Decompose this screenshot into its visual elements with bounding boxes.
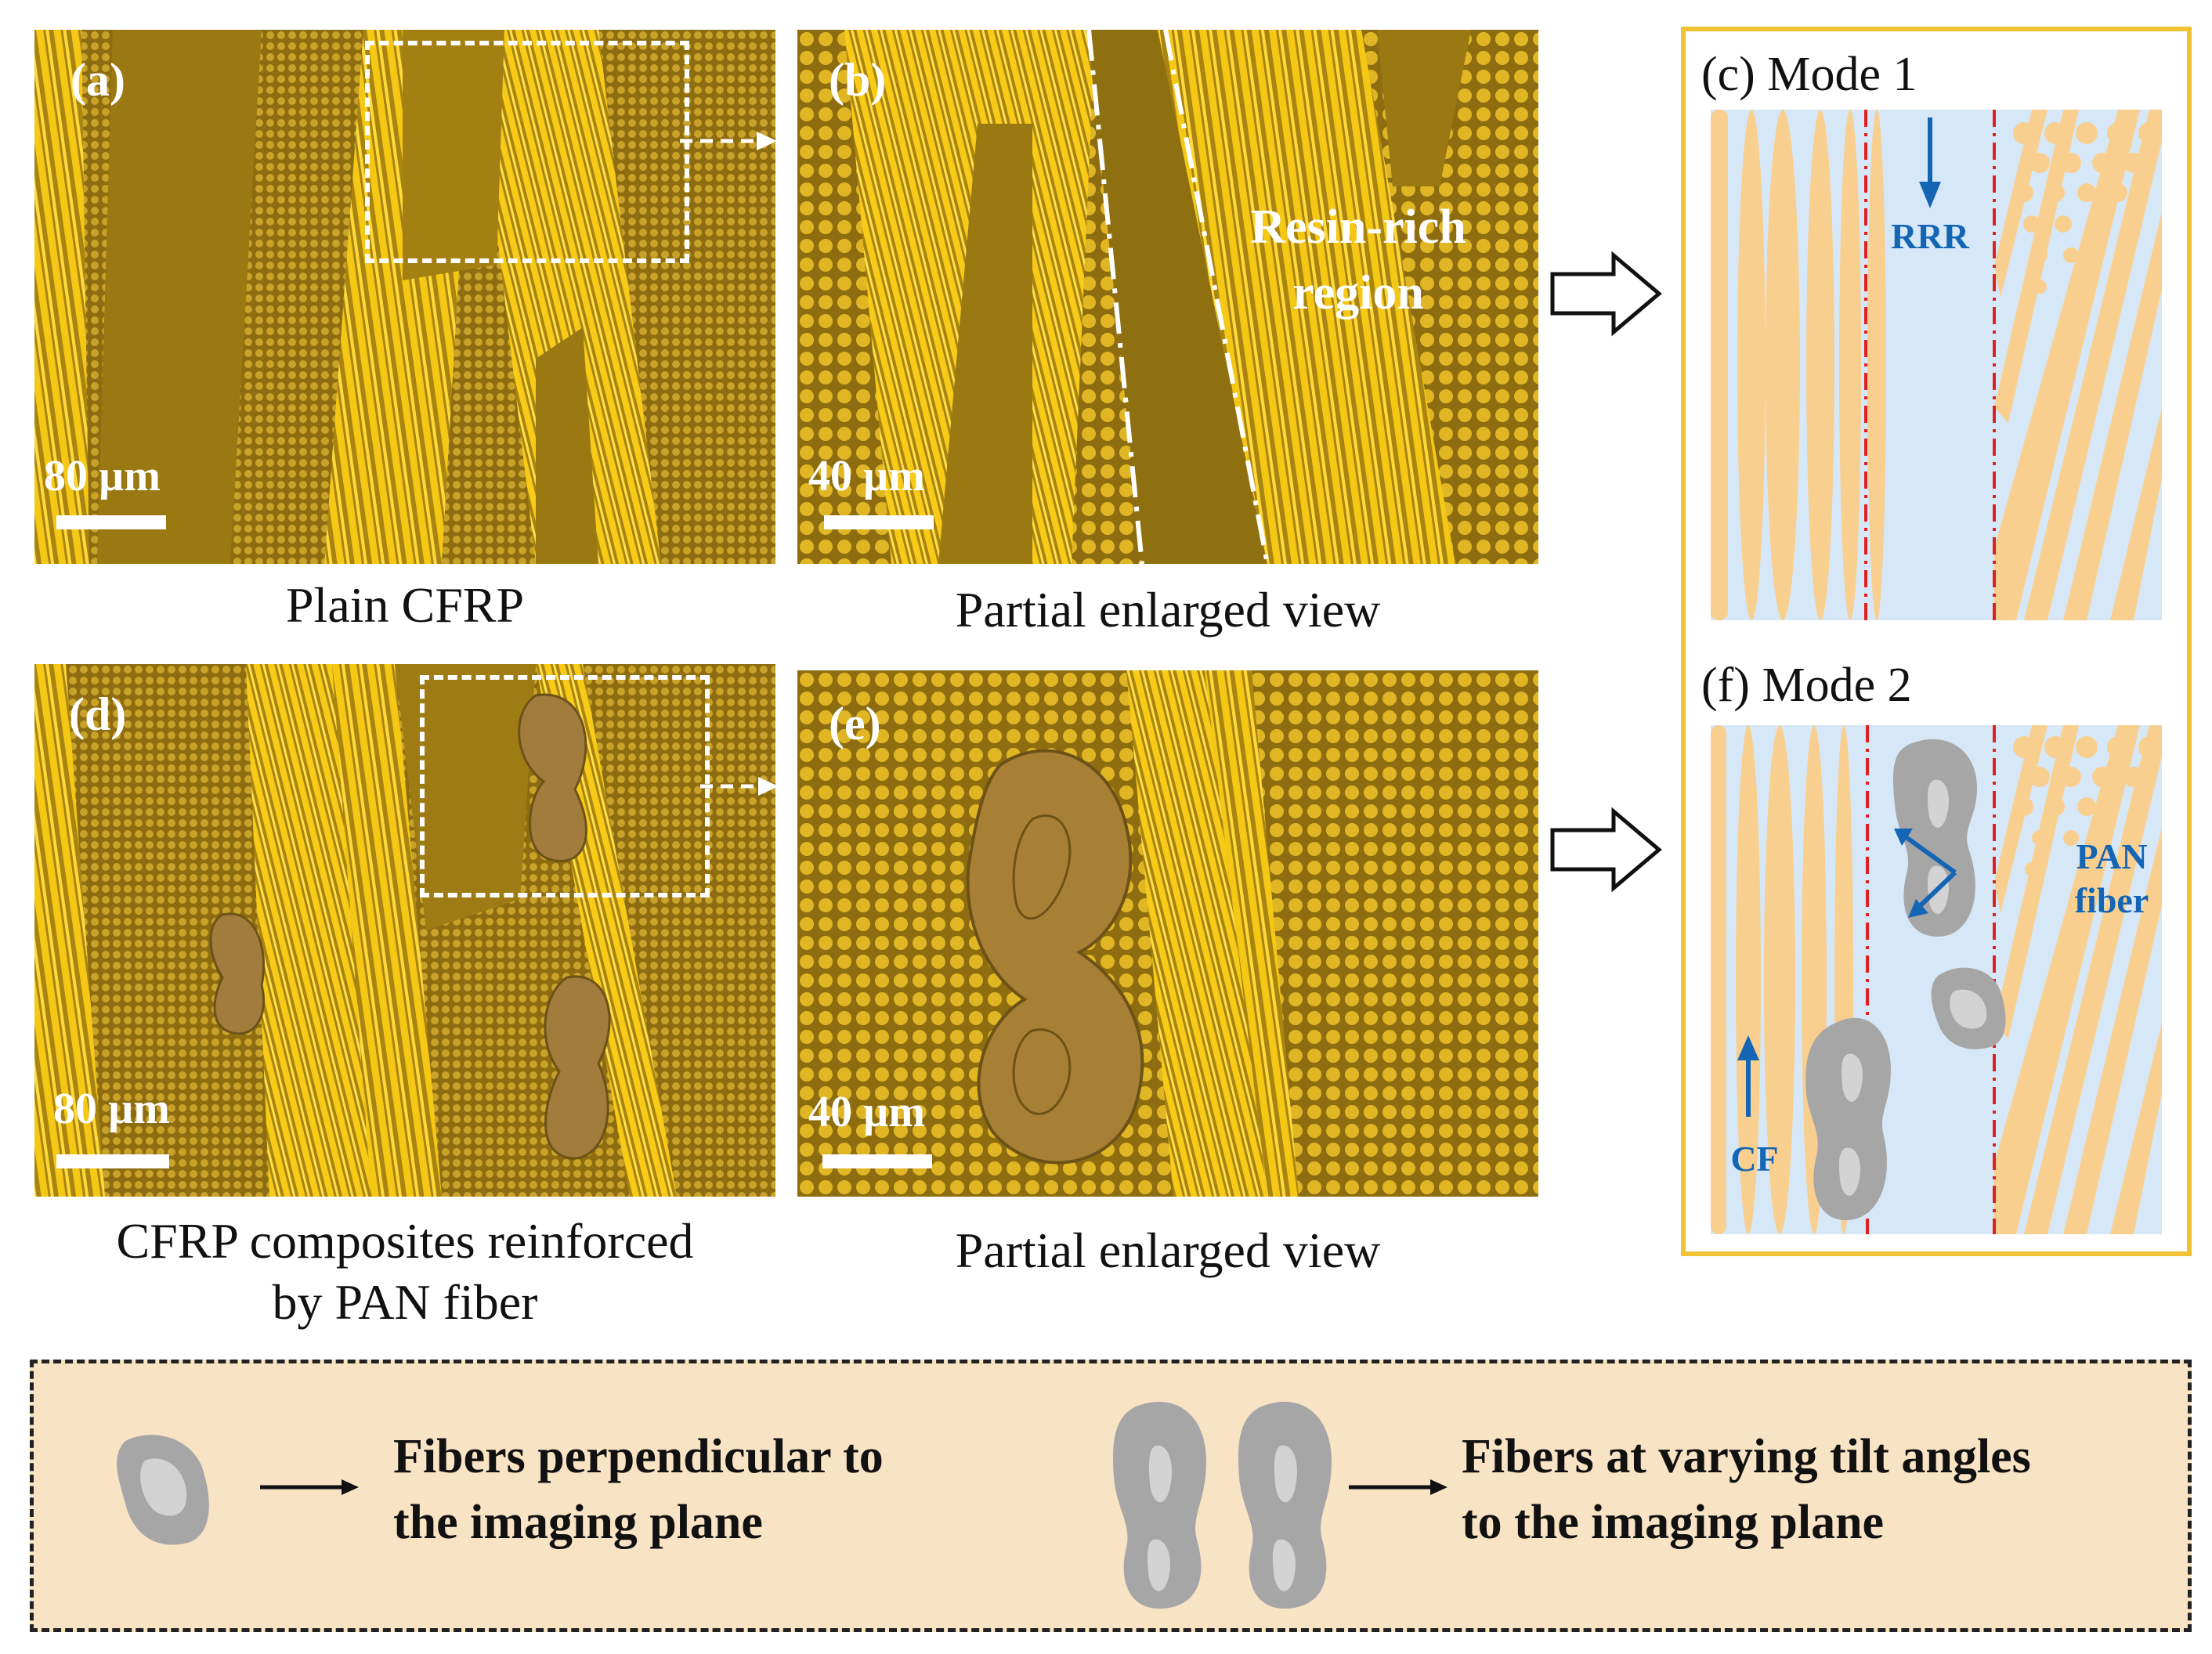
legend-text-1-line1: Fibers perpendicular to [393,1430,884,1483]
caption-a: Plain CFRP [285,577,525,633]
pan-fiber-label: PAN fiber [2041,835,2182,923]
scale-bar-label-a: 80 µm [44,452,161,500]
micrograph-e: (e) 40 µm [797,670,1538,1197]
mode1-title: (c) Mode 1 [1701,48,1917,101]
resin-rich-line1: Resin-rich [1250,200,1466,254]
micrograph-a-image [34,30,775,564]
legend-text-2-line1: Fibers at varying tilt angles [1462,1430,2031,1483]
panel-label-b: (b) [829,54,887,106]
dashed-arrow-a-to-b [680,132,777,150]
legend-arrow-2 [1349,1479,1448,1495]
pan-fiber-tilted-2 [1805,1017,1891,1221]
legend-text-1: Fibers perpendicular to the imaging plan… [393,1424,884,1555]
micrograph-b: (b) Resin-rich region 40 µm [797,30,1538,564]
pan-fiber-line2: fiber [2074,880,2149,920]
caption-d-line1: CFRP composites reinforced [116,1213,694,1269]
legend-box [30,1360,2192,1632]
resin-rich-line2: region [1292,266,1424,320]
caption-d: CFRP composites reinforced by PAN fiber [34,1211,775,1333]
mode1-schematic [1711,110,2162,620]
micrograph-b-image [797,30,1538,564]
scale-bar-label-e: 40 µm [808,1088,925,1136]
hollow-arrow-to-mode1 [1550,251,1662,337]
caption-b: Partial enlarged view [955,582,1381,637]
pan-fiber-tilted-1 [1892,739,1977,937]
zoom-region-box [365,41,689,263]
caption-e: Partial enlarged view [955,1222,1381,1278]
scale-bar-a [56,515,166,529]
scale-bar-d [56,1154,169,1168]
legend-perpendicular-fiber-icon [117,1435,209,1545]
mode2-title: (f) Mode 2 [1701,659,1912,712]
pan-fiber-perpendicular [1931,967,2006,1049]
micrograph-d-image [34,664,775,1197]
micrograph-a: (a) 80 µm [34,30,775,564]
legend-text-2: Fibers at varying tilt angles to the ima… [1462,1424,2031,1555]
rrr-label: RRR [1891,216,1969,256]
panel-label-e: (e) [829,698,881,749]
mode2-schematic [1711,725,2162,1234]
schematic-frame [1681,27,2192,1256]
legend-tilted-fiber-icon [1112,1401,1332,1609]
dashed-arrow-d-to-e [700,777,779,796]
cf-label: CF [1730,1139,1779,1179]
panel-label-d: (d) [69,688,127,740]
scale-bar-e [822,1154,932,1168]
scale-bar-b [824,515,934,529]
hollow-arrow-to-mode2 [1550,807,1662,893]
micrograph-e-image [797,670,1538,1197]
legend-arrow-1 [260,1479,359,1495]
panel-label-a: (a) [70,54,125,106]
pan-fiber-line1: PAN [2076,836,2148,876]
zoom-region-box-d [420,675,710,897]
resin-rich-label: Resin-rich region [1217,194,1499,326]
scale-bar-label-b: 40 µm [808,452,925,500]
legend-text-1-line2: the imaging plane [393,1496,763,1549]
legend-text-2-line2: to the imaging plane [1462,1496,1885,1549]
scale-bar-label-d: 80 µm [53,1085,170,1133]
micrograph-d: (d) 80 µm [34,664,775,1197]
caption-d-line2: by PAN fiber [272,1274,538,1330]
